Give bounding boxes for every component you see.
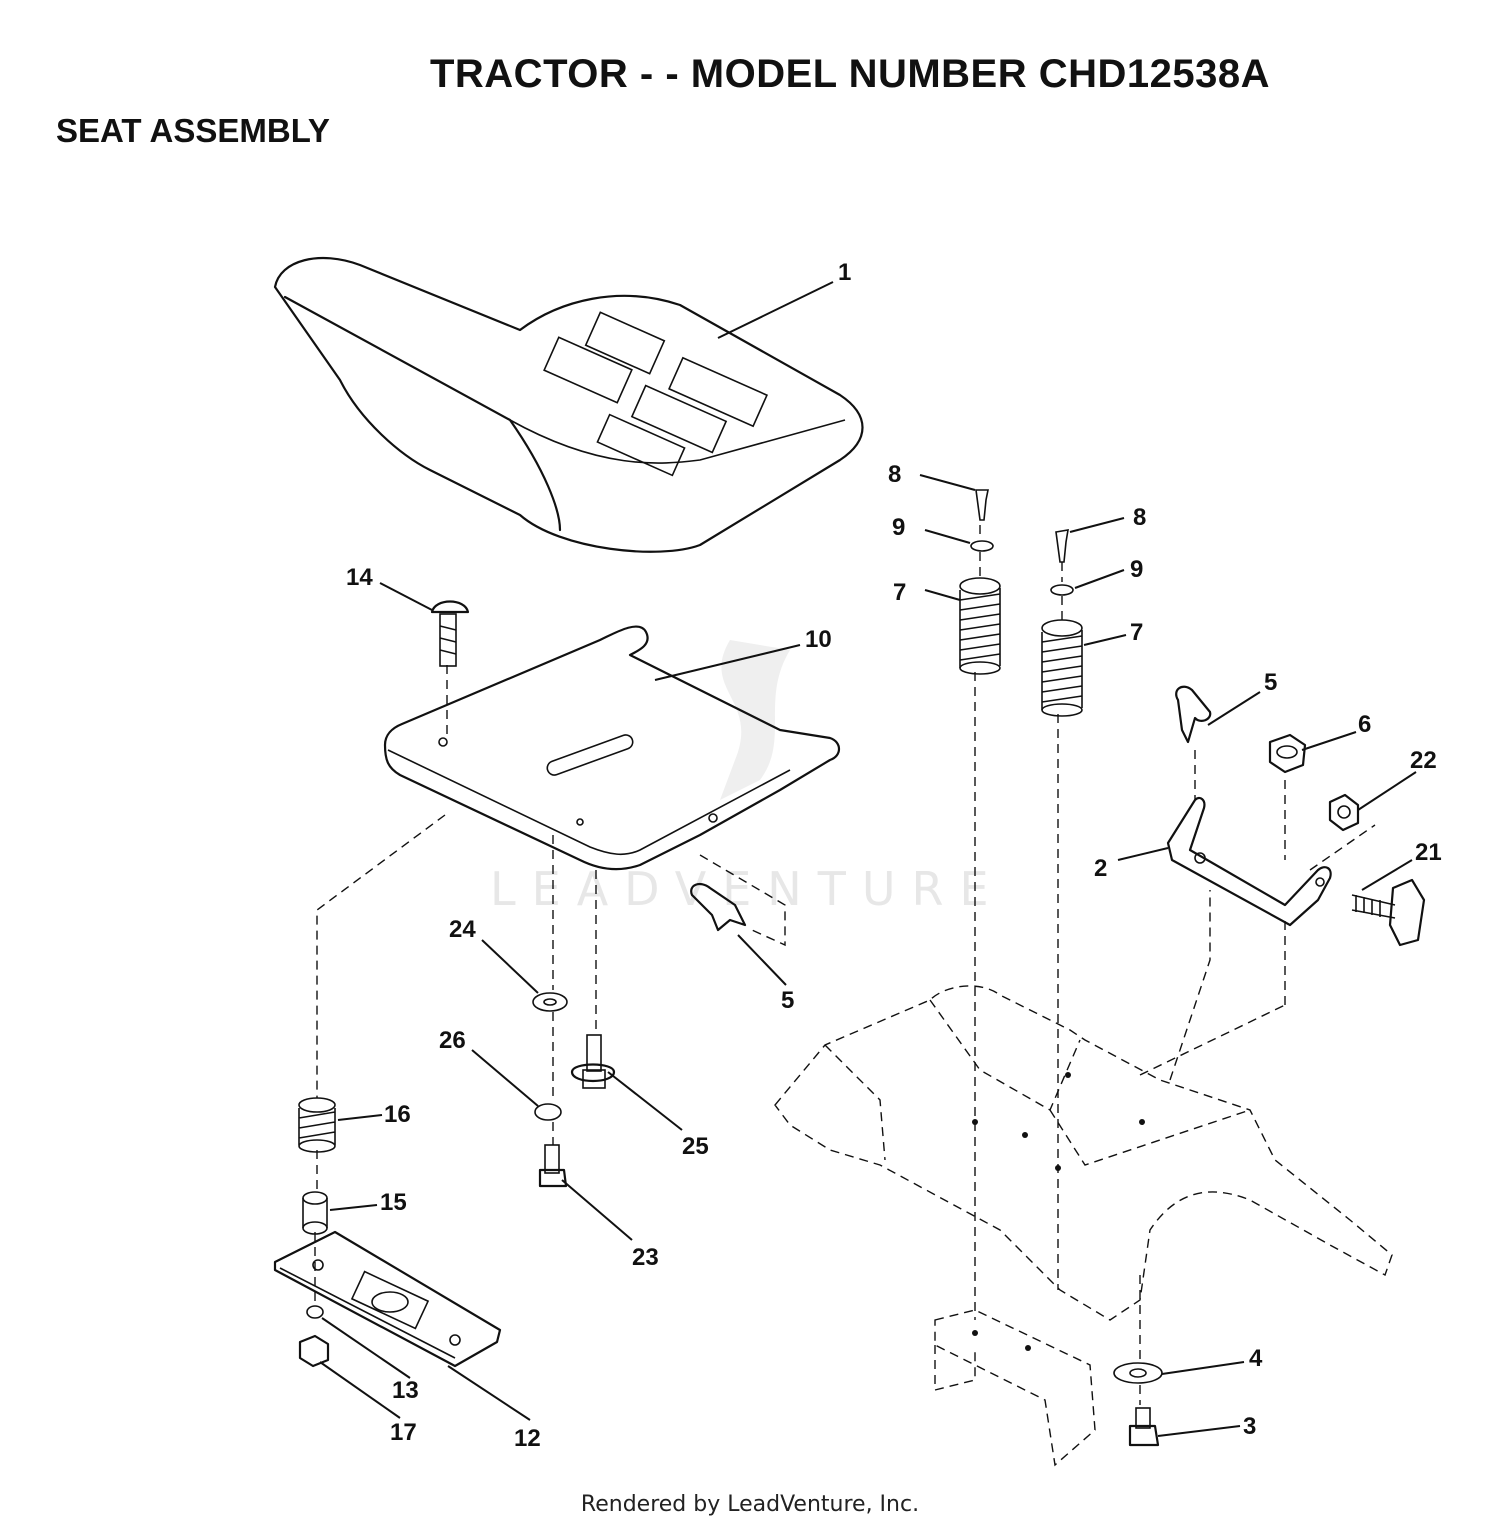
callout-26: 26 [439,1027,466,1054]
callout-15: 15 [380,1189,407,1216]
washer-24 [532,992,568,1012]
section-title: SEAT ASSEMBLY [56,112,330,149]
plate [273,1230,502,1368]
callout-8-right: 8 [1133,504,1146,531]
callout-1: 1 [838,259,851,286]
washer-4 [1113,1362,1163,1384]
callout-14: 14 [346,564,373,591]
carriage-bolt [430,600,470,667]
clip-lower [690,882,747,932]
assembly-lines [314,525,1286,1405]
nut-22 [1328,793,1360,832]
bolt-3 [1128,1407,1160,1447]
spring-stack-left [959,489,1001,675]
tractor-frame [699,824,1393,1467]
nut-13 [306,1305,324,1319]
footer-credit: Rendered by LeadVenture, Inc. [580,1492,920,1517]
seat-assembly-diagram: LEADVENTURE [273,257,1442,1467]
spring-stack-right [1041,529,1083,717]
callout-22: 22 [1410,747,1437,774]
bracket [1166,796,1332,927]
seat-pan [383,625,841,871]
callout-5-lower: 5 [781,987,794,1014]
callout-7-left: 7 [893,579,906,606]
callout-16: 16 [384,1101,411,1128]
callout-24: 24 [449,916,476,943]
spring-16 [298,1097,336,1153]
bolt-21 [1351,878,1426,947]
callout-25: 25 [682,1133,709,1160]
callout-23: 23 [632,1244,659,1271]
callout-13: 13 [392,1377,419,1404]
bolt-25 [570,1034,616,1089]
page-title: TRACTOR - - MODEL NUMBER CHD12538A [429,52,1271,96]
watermark: LEADVENTURE [490,862,1005,916]
callout-3: 3 [1243,1413,1256,1440]
callout-10: 10 [805,626,832,653]
callout-17: 17 [390,1419,417,1446]
callout-12: 12 [514,1425,541,1452]
callout-9-left: 9 [892,514,905,541]
lock-washer-26 [534,1103,562,1121]
clip-upper [1175,685,1212,744]
seat [273,257,864,553]
nut-6 [1268,733,1307,774]
bolt-23 [538,1144,568,1188]
callout-8-left: 8 [888,461,901,488]
callout-2: 2 [1094,855,1107,882]
nut-17 [298,1334,330,1368]
callout-21: 21 [1415,839,1442,866]
callout-5-upper: 5 [1264,669,1277,696]
callout-4: 4 [1249,1345,1263,1372]
callout-7-right: 7 [1130,619,1143,646]
leader-lines [319,281,1417,1437]
callout-6: 6 [1358,711,1371,738]
callout-9-right: 9 [1130,556,1143,583]
spacer-15 [302,1191,328,1235]
watermark-flame-icon [720,640,790,800]
